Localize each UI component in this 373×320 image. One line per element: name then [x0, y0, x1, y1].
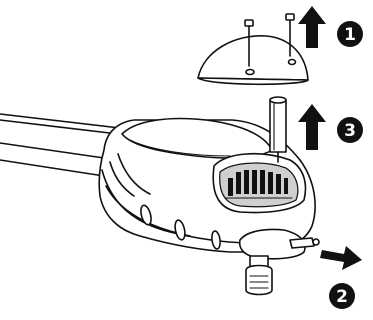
drive-connector: [240, 229, 319, 294]
step-number-1: 1: [344, 25, 356, 45]
arrow-right-step-2: [320, 246, 362, 270]
step-number-2: 2: [336, 287, 348, 307]
arrow-up-step-1: [298, 6, 326, 48]
step-badge-2: 2: [329, 283, 355, 309]
gear-window: [213, 154, 305, 213]
step-number-3: 3: [344, 121, 356, 141]
step-badge-1: 1: [337, 21, 363, 47]
arrow-up-step-3: [298, 104, 326, 150]
step-badge-3: 3: [337, 117, 363, 143]
top-cover: [198, 36, 308, 84]
spindle-part: [270, 97, 286, 162]
